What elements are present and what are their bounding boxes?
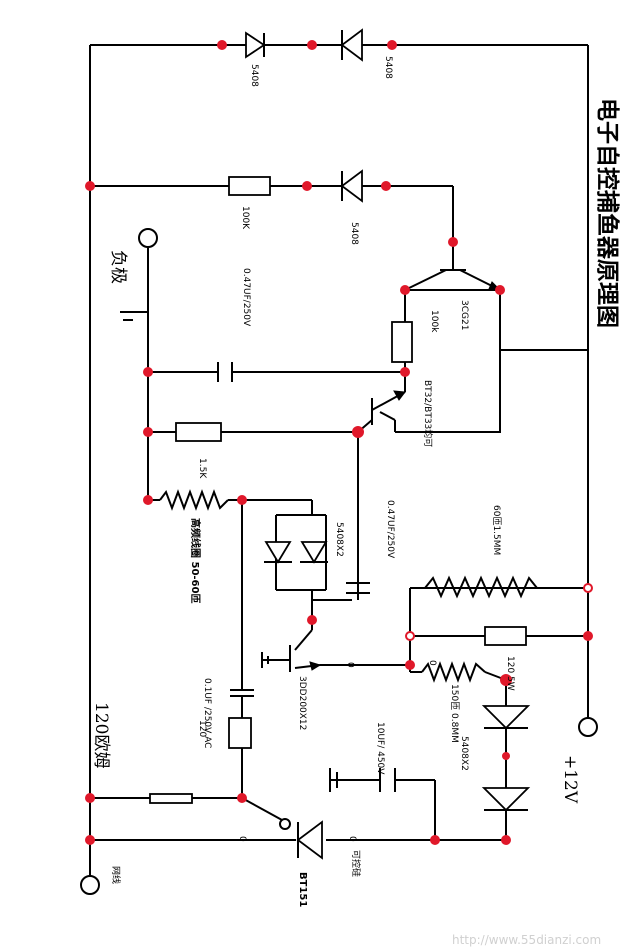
coil-150-icon [421, 661, 486, 683]
resistor-100k-right [391, 321, 413, 363]
transistor-3cg21-icon [404, 269, 502, 291]
label-d-top-right: 5408 [383, 56, 393, 79]
transistor-3dd-icon [289, 645, 322, 672]
coil-hf-icon [159, 489, 229, 511]
label-zero-c: 0 [347, 836, 357, 842]
label-r-100k-left: 100K [240, 206, 250, 230]
label-q-bt32: BT32/BT33均可 [422, 380, 434, 447]
label-d-top-left: 5408 [249, 64, 259, 87]
scr-bt151-icon [279, 818, 323, 860]
label-c-01: 0.1UF /250V AC [202, 678, 212, 748]
ground-wire-terminal [80, 875, 100, 895]
resistor-bottom [149, 793, 193, 804]
watermark: http://www.55dianzi.com [452, 933, 601, 947]
ground-3dd-icon [261, 652, 269, 668]
diode-mid-icon [340, 169, 363, 203]
label-q-3dd: 3DD200X12 [297, 676, 307, 730]
ground-wire-label: 网线 [110, 866, 122, 884]
diode-top-right-icon [340, 28, 363, 62]
resistor-1-5k [175, 422, 222, 442]
label-r-1-5k: 1.5K [197, 458, 207, 479]
label-q-3cg21: 3CG21 [459, 300, 469, 330]
negative-terminal [138, 228, 158, 248]
label-d-mid: 5408 [349, 222, 359, 245]
transistor-bt32-icon [371, 390, 406, 425]
label-coil-60: 60匝1.5MM [491, 505, 502, 555]
diode-pair-icon [264, 541, 328, 564]
label-c-047-mid: 0.47UF/250V [385, 500, 395, 559]
label-r-100k-right: 100k [429, 310, 439, 333]
label-scr: BT151 [297, 872, 308, 907]
wires [89, 44, 589, 876]
capacitor-047-top-icon [217, 362, 233, 382]
label-r-120-5w: 120 5W [505, 656, 515, 691]
label-zero-b: 0 [237, 836, 247, 842]
coil-60-icon [424, 575, 538, 599]
positive-label: +12V [560, 755, 580, 804]
capacitor-047-mid-icon [346, 582, 370, 594]
label-r-120: 120 [197, 720, 207, 737]
label-c-047-top: 0.47UF/250V [241, 268, 251, 327]
label-zero-d: 0 [427, 660, 437, 666]
label-c-10uf: 10UF/ 450V [375, 722, 385, 775]
label-d-pair2: 5408X2 [459, 736, 469, 771]
junction-dots [85, 40, 593, 845]
resistance-label: 120欧姆 [91, 702, 111, 768]
capacitor-01-icon [230, 689, 254, 697]
resistor-120-5w [484, 626, 527, 646]
label-d-pair: 5408X2 [334, 522, 344, 557]
positive-terminal [578, 717, 598, 737]
resistor-100k-left [228, 176, 271, 196]
label-zero-a: 0 [345, 662, 355, 668]
label-r-150: 150匝 0.8MM [449, 684, 460, 743]
negative-label: 负极 [108, 250, 128, 284]
diagram-title: 电子自控捕鱼器原理图 [594, 98, 621, 328]
resistor-120 [228, 717, 252, 749]
diode-top-left-icon [240, 31, 272, 59]
diode-pair2-icon [481, 705, 531, 812]
label-coil: 高频线圈 50-60匝 [189, 518, 202, 603]
label-scr-name: 可控硅 [350, 850, 362, 877]
capacitor-10uf-icon [329, 768, 396, 792]
